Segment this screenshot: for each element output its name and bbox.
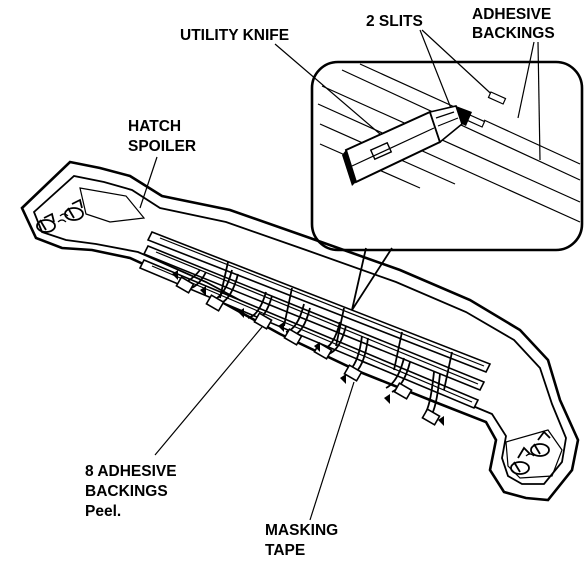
leader-slit-1	[421, 29, 501, 103]
hatch-spoiler	[20, 160, 580, 502]
backing-1	[172, 269, 207, 294]
backing-3	[238, 291, 273, 330]
leader-eight-backings	[154, 326, 263, 456]
leader-masking-tape	[309, 381, 355, 521]
spoiler-right-recess	[505, 429, 563, 479]
backing-4	[278, 303, 311, 346]
label-eight-backings-3: Peel.	[85, 503, 121, 520]
adhesive-strips	[138, 230, 492, 410]
inset-frame	[310, 60, 584, 252]
label-eight-backings-2: BACKINGS	[85, 483, 168, 500]
leader-adhesive-2	[537, 41, 541, 161]
utility-knife-icon	[342, 105, 472, 186]
backing-5	[313, 321, 347, 360]
spoiler-left-recess	[79, 187, 146, 223]
label-eight-backings-1: 8 ADHESIVE	[85, 463, 177, 480]
backing-8	[421, 371, 444, 426]
label-utility-knife: UTILITY KNIFE	[180, 27, 289, 44]
leader-hatch-spoiler	[139, 156, 158, 209]
label-adhesive-backings-1: ADHESIVE	[472, 6, 551, 23]
inset-surface-lines	[317, 63, 581, 223]
inset-magnified-view	[310, 60, 584, 311]
backing-2	[200, 269, 239, 312]
right-mounting-bolts-icon	[510, 430, 551, 475]
label-masking-tape-2: TAPE	[265, 542, 305, 559]
leader-adhesive-1	[517, 41, 535, 119]
backing-7	[384, 357, 413, 404]
label-masking-tape-1: MASKING	[265, 522, 338, 539]
left-mounting-bolts-icon	[36, 198, 84, 233]
label-hatch-spoiler-1: HATCH	[128, 118, 181, 135]
label-hatch-spoiler-2: SPOILER	[128, 138, 196, 155]
label-two-slits: 2 SLITS	[366, 13, 423, 30]
backing-6	[340, 335, 369, 384]
peeled-backings	[172, 269, 444, 426]
spoiler-inner-edge	[32, 175, 567, 485]
inset-slits	[466, 91, 507, 128]
label-adhesive-backings-2: BACKINGS	[472, 25, 555, 42]
